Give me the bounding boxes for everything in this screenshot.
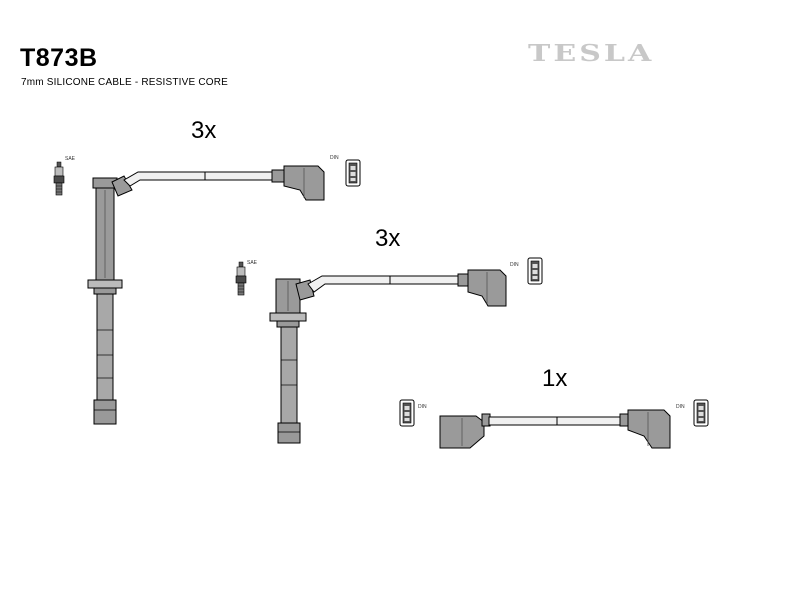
- plug-boot: [87, 175, 133, 425]
- din-label: DIN: [510, 262, 519, 268]
- spark-plug-icon: [235, 261, 247, 296]
- coil-connector: [457, 269, 507, 307]
- coil-connector: [439, 413, 491, 449]
- quantity-label-set-2: 3x: [375, 225, 401, 252]
- quantity-label-set-3: 1x: [542, 365, 568, 392]
- sae-label: SAE: [247, 260, 258, 266]
- cable-set-3: DIN DIN: [399, 399, 709, 449]
- sae-label: SAE: [65, 156, 76, 162]
- brand-logo: TESLA: [528, 40, 655, 68]
- cable-set-2: SAE DIN: [235, 257, 543, 444]
- coil-connector: [271, 165, 325, 201]
- din-label: DIN: [676, 404, 685, 410]
- din-label: DIN: [330, 155, 339, 161]
- cable-set-1: SAE DIN: [53, 155, 361, 425]
- plug-boot: [269, 278, 315, 444]
- din-terminal-icon: [693, 399, 709, 427]
- din-terminal-icon: [345, 159, 361, 187]
- din-terminal-icon: [399, 399, 415, 427]
- part-number: T873B: [20, 44, 98, 72]
- din-label: DIN: [418, 404, 427, 410]
- din-terminal-icon: [527, 257, 543, 285]
- quantity-label-set-1: 3x: [191, 117, 217, 144]
- coil-connector: [619, 409, 671, 449]
- cable-description: 7mm SILICONE CABLE - RESISTIVE CORE: [21, 77, 229, 88]
- spark-plug-icon: [53, 161, 65, 196]
